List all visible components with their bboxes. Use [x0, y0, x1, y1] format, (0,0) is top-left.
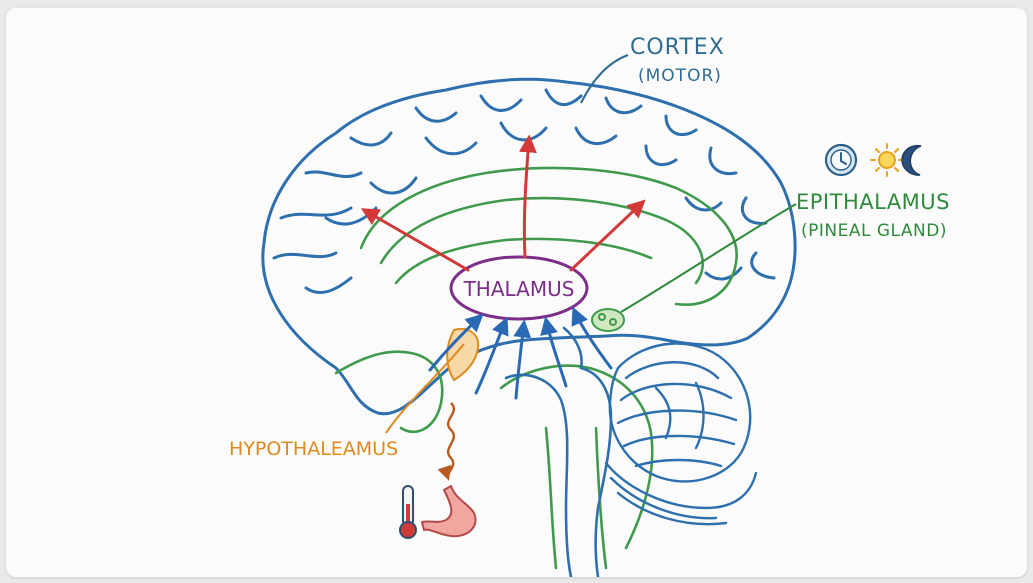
epithalamus-sublabel: (PINEAL GLAND): [801, 221, 947, 241]
cerebrum-outline: [263, 79, 795, 414]
cortex-sublabel: (MOTOR): [638, 66, 722, 86]
cortex-label: CORTEX: [630, 35, 725, 60]
stomach-icon: [422, 486, 476, 536]
cerebellum: [606, 344, 756, 525]
clock-icon: [826, 145, 856, 175]
cortex-leader: [581, 55, 628, 103]
pineal-gland: [592, 309, 624, 331]
thalamus-label: THALAMUS: [463, 277, 575, 301]
diagram-canvas: CORTEX (MOTOR) THALAMUS EPITHALAMUS (PIN…: [6, 8, 1027, 577]
hypothalamus-region: [447, 329, 478, 380]
moon-icon: [902, 146, 921, 175]
brain-diagram: CORTEX (MOTOR) THALAMUS EPITHALAMUS (PIN…: [6, 8, 1027, 577]
hypothalamus-label: HYPOTHALEAMUS: [229, 438, 398, 460]
wavy-arrow: [448, 403, 454, 478]
epithalamus-leader: [621, 204, 796, 312]
epithalamus-label: EPITHALAMUS: [796, 190, 950, 214]
sun-icon: [871, 144, 903, 176]
thalamus-to-cortex-arrows: [364, 138, 643, 270]
thermometer-icon: [400, 486, 416, 538]
